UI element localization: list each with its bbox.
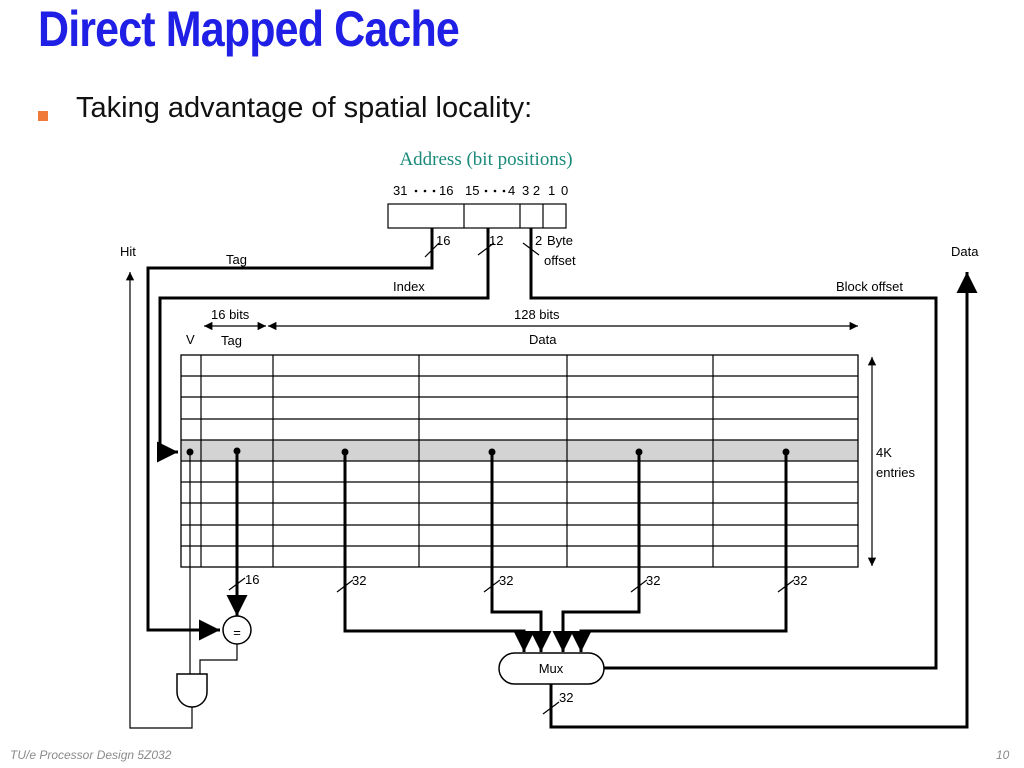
slide-title: Direct Mapped Cache	[38, 1, 460, 57]
data-out-label: Data	[951, 244, 979, 259]
entries-label-line1: 4K	[876, 445, 892, 460]
byte-offset-line2: offset	[544, 253, 576, 268]
bit-dot	[493, 189, 497, 193]
index-label: Index	[393, 279, 425, 294]
bit-dot	[502, 189, 506, 193]
bit-dot	[423, 189, 427, 193]
footer-course-name: TU/e Processor Design 5Z032	[10, 748, 172, 762]
valid-column-header: V	[186, 332, 195, 347]
bit-dot	[484, 189, 488, 193]
word1-width: 32	[499, 573, 513, 588]
row-dividers	[181, 375, 858, 547]
entries-label-line2: entries	[876, 465, 916, 480]
data-bits-label: 128 bits	[514, 307, 560, 322]
bit-label-4: 4	[508, 183, 515, 198]
compare-result-wire	[199, 644, 238, 674]
data-column-header: Data	[529, 332, 557, 347]
block-offset-bus-slash	[522, 242, 540, 256]
data-word-wires: 32 32 32 32	[336, 448, 807, 652]
word0-width: 32	[352, 573, 366, 588]
page-number: 10	[996, 748, 1010, 762]
block-offset-field-width: 2	[535, 233, 542, 248]
cache-table	[180, 354, 859, 568]
word-mux: Mux	[498, 652, 605, 685]
bit-dot	[414, 189, 418, 193]
word3-wire	[570, 452, 788, 652]
index-wire	[157, 228, 490, 463]
tag-column-header: Tag	[221, 333, 242, 348]
and-gate	[176, 673, 208, 708]
word3-width: 32	[793, 573, 807, 588]
tag-wire-label: Tag	[226, 252, 247, 267]
address-register	[387, 203, 567, 229]
bullet-marker	[38, 111, 48, 121]
word2-width: 32	[646, 573, 660, 588]
tag-comparator: =	[222, 615, 252, 645]
data-out-wire	[549, 272, 978, 729]
block-offset-label: Block offset	[836, 279, 903, 294]
bit-label-16: 16	[439, 183, 453, 198]
hit-label: Hit	[120, 244, 136, 259]
tag-field-width: 16	[436, 233, 450, 248]
stored-tag-bus-slash	[228, 577, 246, 591]
bit-label-15: 15	[465, 183, 479, 198]
comparator-symbol: =	[233, 625, 241, 640]
byte-offset-line1: Byte	[547, 233, 573, 248]
bit-label-3-2: 3 2	[522, 183, 540, 198]
address-caption: Address (bit positions)	[399, 149, 572, 170]
tag-bus-slash	[424, 242, 440, 258]
bit-label-31: 31	[393, 183, 407, 198]
stored-tag-width: 16	[245, 572, 259, 587]
bullet-text: Taking advantage of spatial locality:	[76, 92, 533, 124]
block-offset-wire	[529, 228, 938, 670]
word0-wire	[343, 452, 535, 652]
bit-dot	[432, 189, 436, 193]
selected-cache-row	[181, 440, 858, 461]
mux-label: Mux	[539, 661, 564, 676]
data-out-bus-slash	[542, 701, 560, 715]
index-bus-slash	[477, 242, 495, 256]
bit-label-1: 1	[548, 183, 555, 198]
word1-wire	[490, 452, 552, 652]
data-out-width: 32	[559, 690, 573, 705]
bit-position-labels: 31 16 15 4 3 2 1 0	[393, 183, 568, 198]
column-dividers	[200, 355, 714, 567]
tag-wire	[146, 228, 434, 641]
word2-wire	[552, 452, 641, 652]
hit-wire	[125, 272, 193, 729]
tag-bits-label: 16 bits	[211, 307, 250, 322]
bit-label-0: 0	[561, 183, 568, 198]
